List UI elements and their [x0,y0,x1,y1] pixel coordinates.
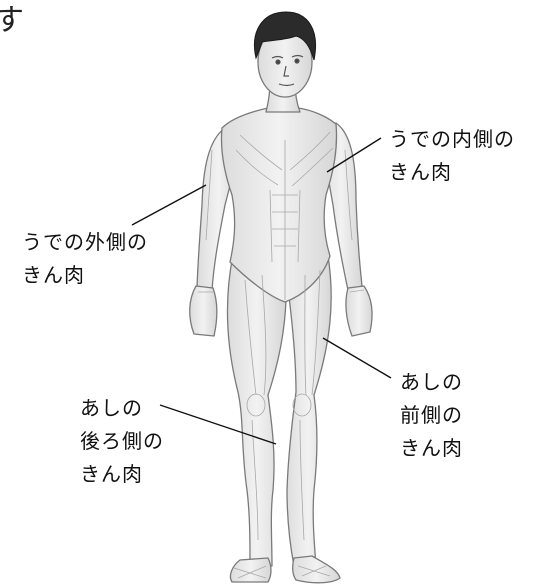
label-leg-front-muscle: あしの 前側の きん肉 [400,366,463,465]
left-foot [229,557,272,583]
left-leg [226,254,287,567]
leader-leg-front [322,337,392,379]
torso [220,107,338,303]
label-arm-outer-muscle: うでの外側の きん肉 [22,226,148,292]
label-arm-inner-muscle: うでの内側の きん肉 [389,123,515,189]
muscle-lines [198,131,365,579]
label-line: きん肉 [400,436,463,460]
label-leg-back-muscle: あしの 後ろ側の きん肉 [80,392,164,491]
right-foot [292,555,341,584]
cropped-text: す [0,3,24,38]
face [271,54,304,87]
leader-lines [131,137,392,445]
leader-arm-outer [131,184,207,226]
right-hand [345,285,373,337]
label-line: 前側の [400,403,463,427]
label-line: 後ろ側の [80,429,164,453]
label-line: あしの [80,396,143,420]
label-line: うでの内側の [389,127,515,151]
leader-arm-inner [326,137,382,173]
label-line: きん肉 [22,263,85,287]
left-hand [189,285,218,337]
hair [254,11,316,61]
label-line: きん肉 [389,160,452,184]
leader-leg-back [159,404,277,445]
label-line: うでの外側の [22,230,148,254]
label-line: きん肉 [80,462,143,486]
label-line: あしの [400,370,463,394]
